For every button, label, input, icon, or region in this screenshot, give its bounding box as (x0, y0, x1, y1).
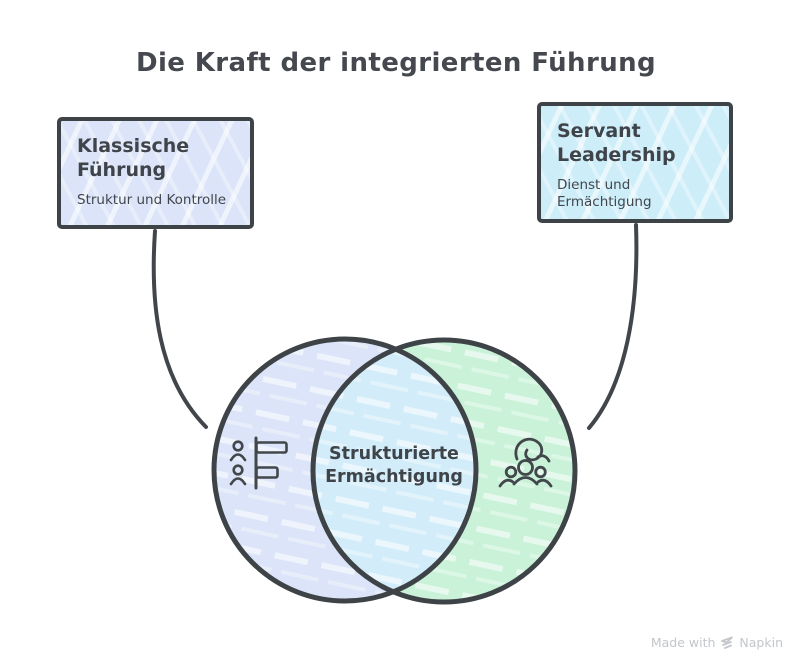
watermark-text: Made with (650, 635, 716, 650)
node-subtitle: Dienst und Ermächtigung (557, 176, 652, 211)
intersection-label: Strukturierte Ermächtigung (325, 444, 463, 487)
connector-right (587, 223, 639, 430)
page-title: Die Kraft der integrierten Führung (135, 48, 657, 78)
napkin-logo-icon (721, 636, 734, 649)
node-subtitle: Struktur und Kontrolle (77, 191, 227, 208)
watermark: Made with Napkin (651, 635, 783, 650)
watermark-brand: Napkin (739, 635, 783, 650)
connector-left (151, 229, 208, 429)
node-klassische-fuehrung: Klassische Führung Struktur und Kontroll… (57, 117, 254, 229)
team-group-icon (498, 437, 553, 488)
right-circle-outline (310, 337, 578, 605)
node-title: Klassische Führung (77, 135, 190, 181)
node-title: Servant Leadership (557, 120, 676, 166)
node-servant-leadership: Servant Leadership Dienst und Ermächtigu… (537, 102, 733, 223)
intersection-texture (313, 340, 476, 601)
left-circle-outline (211, 336, 479, 604)
people-hierarchy-icon (229, 436, 288, 490)
